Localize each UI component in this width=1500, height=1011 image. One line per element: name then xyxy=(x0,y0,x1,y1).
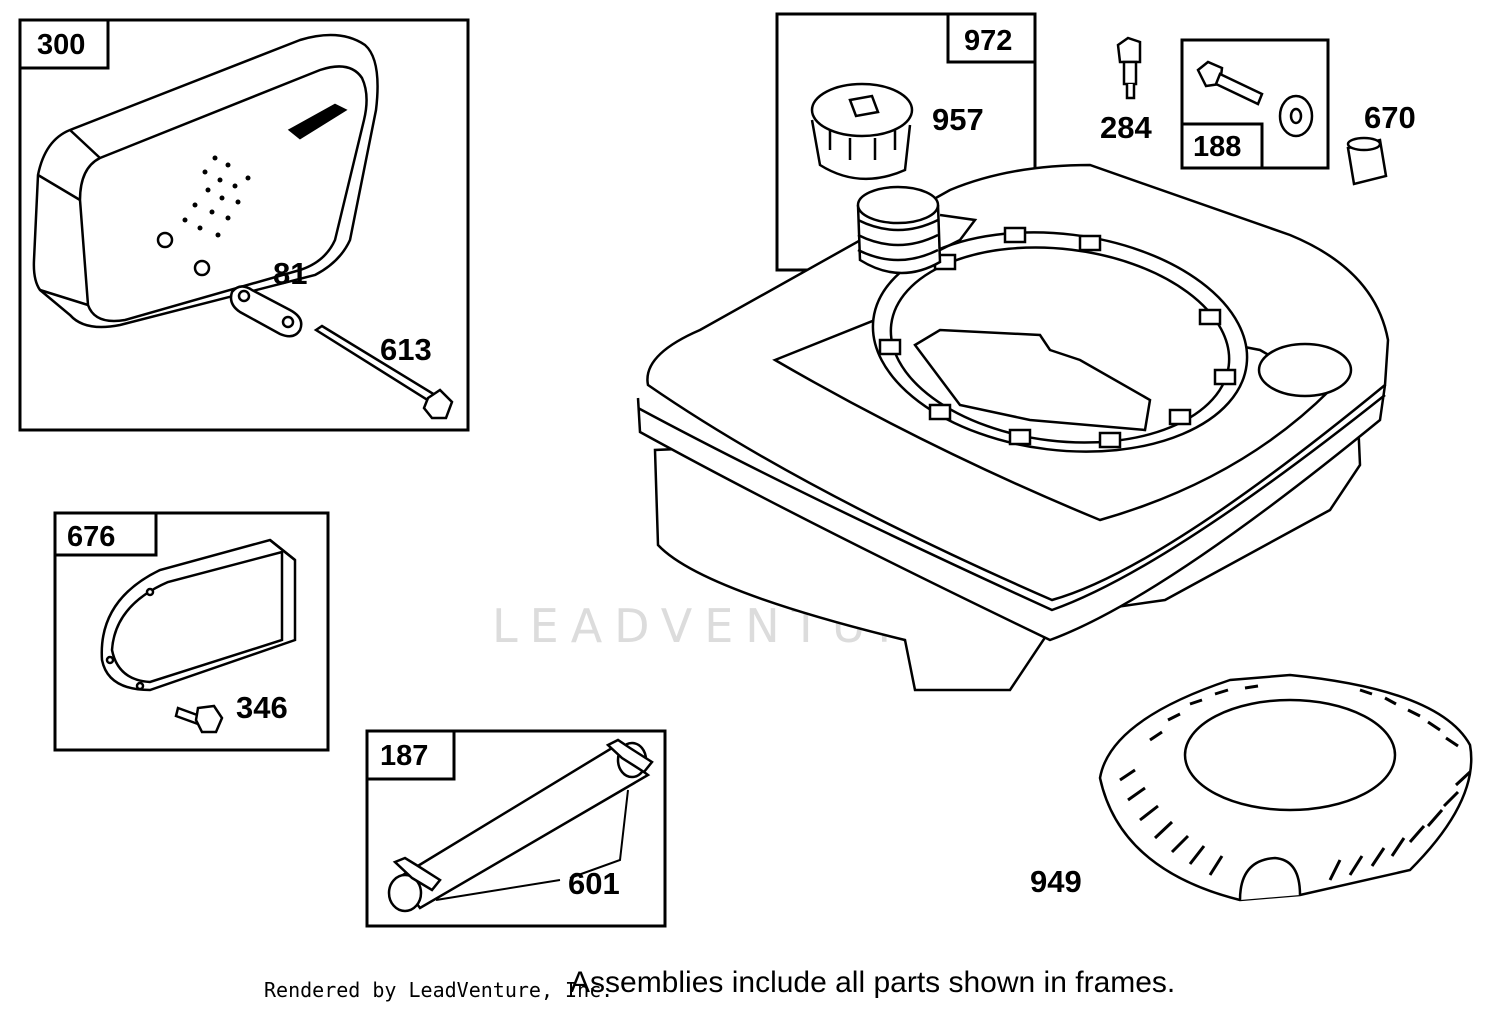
hose-leader-lines xyxy=(435,789,629,901)
callout-81: 81 xyxy=(273,256,307,291)
fuel-cap-drawing xyxy=(810,82,914,181)
gasket-81-drawing xyxy=(229,285,303,338)
frame-972: 972 xyxy=(775,12,1037,272)
callout-670: 670 xyxy=(1364,100,1416,135)
callout-284: 284 xyxy=(1100,110,1152,145)
fuel-tank-drawing xyxy=(636,163,1390,692)
frame-tag-187: 187 xyxy=(380,740,428,772)
callout-613: 613 xyxy=(380,332,432,367)
footer-assembly-note: Assemblies include all parts shown in fr… xyxy=(570,966,1176,999)
frame-tag-972: 972 xyxy=(964,25,1012,57)
frame-tag-188: 188 xyxy=(1193,131,1241,163)
callout-957: 957 xyxy=(932,102,984,137)
frame-187: 187 xyxy=(365,729,667,928)
screw-346-drawing xyxy=(174,704,224,734)
frame-300: 300 xyxy=(18,18,470,432)
screw-284-drawing xyxy=(1116,36,1142,100)
bolt-washer-188-drawing xyxy=(1196,60,1314,138)
spacer-670-drawing xyxy=(1346,136,1388,186)
footer-rendered-by: Rendered by LeadVenture, Inc. xyxy=(264,978,614,1002)
callout-601: 601 xyxy=(568,866,620,901)
callout-346: 346 xyxy=(236,690,288,725)
frame-tag-676: 676 xyxy=(67,521,115,553)
muffler-drawing xyxy=(32,33,379,329)
bolt-613-drawing xyxy=(313,324,454,420)
callout-949: 949 xyxy=(1030,864,1082,899)
frame-188: 188 xyxy=(1180,38,1330,170)
fuel-hose-601-drawing xyxy=(387,738,654,913)
guard-676-drawing xyxy=(100,538,297,692)
frame-676: 676 xyxy=(53,511,330,752)
screen-949-drawing xyxy=(1098,673,1473,902)
frame-tag-300: 300 xyxy=(37,29,85,61)
